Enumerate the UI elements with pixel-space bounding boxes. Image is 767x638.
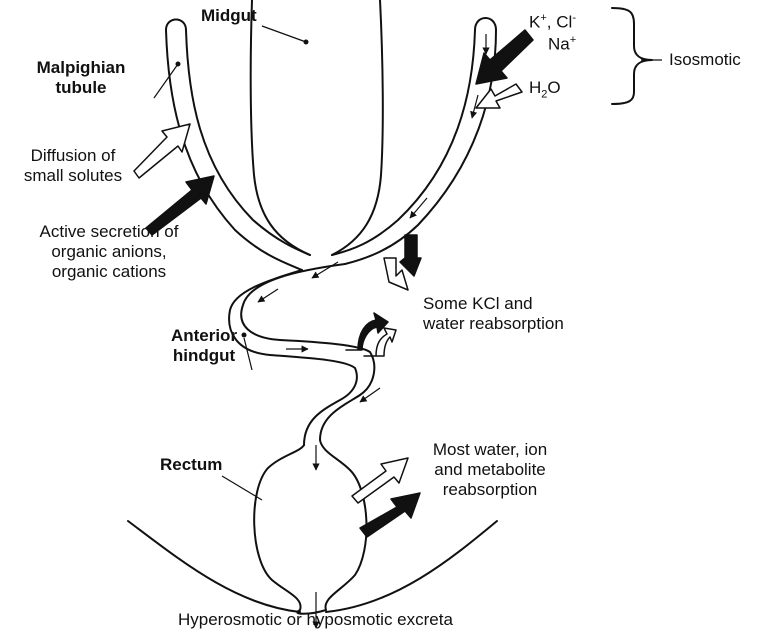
left-tubule-cap — [166, 20, 186, 31]
anterior-hindgut-label: Anterior hindgut — [154, 326, 254, 366]
most-line-1: Most water, ion — [410, 440, 570, 460]
kcl-line-1: Some KCl and — [423, 294, 564, 314]
chloride-charge: - — [572, 12, 576, 24]
most-line-3: reabsorption — [410, 480, 570, 500]
malpighian-leader — [154, 64, 178, 98]
excreta-label: Hyperosmotic or hyposmotic excreta — [178, 610, 453, 630]
flow-arrow-hindgut-lower — [360, 388, 380, 402]
malpighian-line-2: tubule — [20, 78, 142, 98]
sodium-symbol: Na — [548, 35, 570, 54]
water-label: H2O — [529, 78, 561, 104]
kcl-reabsorption-label: Some KCl and water reabsorption — [423, 294, 564, 334]
sodium-charge: + — [570, 34, 576, 46]
anterior-line-2: hindgut — [154, 346, 254, 366]
water-h: H — [529, 78, 541, 97]
upper-reabsorption-filled-arrow — [400, 235, 421, 276]
cuticle-left — [128, 521, 300, 612]
malpighian-tubule-label: Malpighian tubule — [20, 58, 142, 98]
diffusion-line-1: Diffusion of — [12, 146, 134, 166]
flow-arrow-junction — [312, 262, 338, 278]
anterior-line-1: Anterior — [154, 326, 254, 346]
active-line-2: organic anions, — [14, 242, 204, 262]
most-line-2: and metabolite — [410, 460, 570, 480]
midgut-label: Midgut — [201, 6, 257, 26]
active-line-1: Active secretion of — [14, 222, 204, 242]
ions-label: K+, Cl- — [529, 8, 576, 33]
ion-separator: , — [547, 13, 552, 32]
rectum-wall — [254, 440, 366, 614]
malpighian-dot — [176, 62, 181, 67]
diffusion-arrow — [134, 124, 190, 178]
isosmotic-label: Isosmotic — [669, 50, 741, 70]
malpighian-line-1: Malpighian — [20, 58, 142, 78]
sodium-label: Na+ — [548, 30, 576, 55]
cuticle-right — [326, 521, 497, 612]
rectum-leader — [222, 476, 262, 500]
right-tubule-inner-wall — [332, 30, 475, 255]
left-tubule-inner-wall — [186, 30, 310, 255]
flow-arrow-hindgut-upper — [258, 289, 278, 302]
midgut-left-wall — [251, 0, 310, 255]
diffusion-line-2: small solutes — [12, 166, 134, 186]
midgut-right-wall — [332, 0, 383, 255]
hindgut-upper-wall — [241, 264, 374, 440]
active-secretion-label: Active secretion of organic anions, orga… — [14, 222, 204, 282]
midgut-leader — [262, 26, 306, 42]
ion-secretion-arrow — [476, 30, 533, 84]
midgut-dot — [304, 40, 309, 45]
rectum-reabsorption-label: Most water, ion and metabolite reabsorpt… — [410, 440, 570, 500]
right-tubule-outer-wall — [345, 30, 496, 264]
flow-arrow-tubule-low — [410, 198, 427, 218]
chloride-symbol: Cl — [556, 13, 572, 32]
potassium-symbol: K — [529, 13, 540, 32]
water-influx-arrow — [476, 84, 522, 108]
rectum-reabsorption-hollow-arrow — [352, 458, 408, 503]
kcl-line-2: water reabsorption — [423, 314, 564, 334]
right-tubule-cap — [475, 18, 496, 30]
rectum-label: Rectum — [160, 455, 222, 475]
water-o: O — [547, 78, 560, 97]
diffusion-label: Diffusion of small solutes — [12, 146, 134, 186]
active-line-3: organic cations — [14, 262, 204, 282]
isosmotic-brace — [612, 8, 652, 104]
